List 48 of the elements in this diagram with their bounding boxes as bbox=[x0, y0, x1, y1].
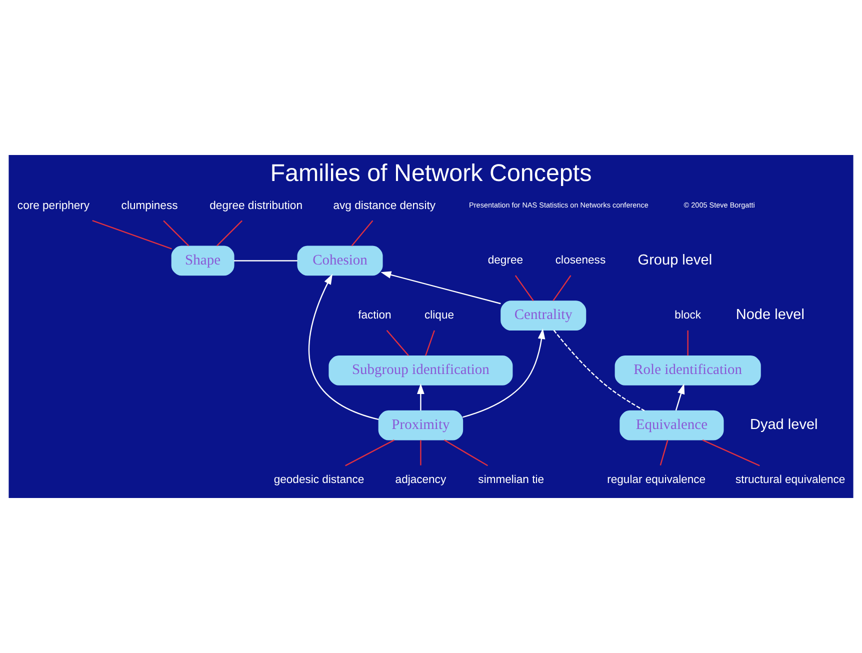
label: © 2005 Steve Borgatti bbox=[684, 200, 755, 210]
connector bbox=[552, 275, 572, 302]
connector bbox=[514, 275, 534, 302]
connector bbox=[420, 440, 422, 466]
connector bbox=[216, 220, 242, 246]
label: Group level bbox=[638, 252, 712, 268]
arrow bbox=[675, 384, 685, 411]
node-box: Proximity bbox=[378, 410, 464, 440]
connector bbox=[444, 440, 488, 466]
node-box: Subgroup identification bbox=[328, 356, 513, 386]
node-text: structural equivalence bbox=[735, 474, 846, 486]
label: Presentation for NAS Statistics on Networks conference bbox=[469, 200, 648, 210]
connector bbox=[687, 330, 688, 356]
node-box: Equivalence bbox=[620, 410, 724, 440]
arrow bbox=[380, 271, 501, 304]
node-text: clique bbox=[424, 310, 454, 322]
node-text: degree bbox=[488, 254, 524, 267]
arrow bbox=[308, 274, 379, 420]
connector bbox=[660, 440, 668, 466]
connector bbox=[163, 220, 190, 246]
node-text: regular equivalence bbox=[607, 474, 706, 486]
label: Node level bbox=[736, 307, 804, 324]
connector bbox=[345, 440, 395, 466]
node-text: core periphery bbox=[17, 200, 90, 212]
diagram-title: Families of Network Concepts bbox=[270, 160, 592, 187]
connector bbox=[92, 220, 172, 250]
node-box: Centrality bbox=[500, 300, 586, 331]
connector bbox=[234, 260, 298, 262]
node-text: simmelian tie bbox=[478, 474, 544, 486]
node-box: Cohesion bbox=[297, 246, 383, 276]
arrow bbox=[462, 328, 546, 418]
node-text: adjacency bbox=[395, 474, 446, 486]
node-text: avg distance density bbox=[333, 200, 436, 212]
connector bbox=[386, 330, 409, 356]
connector bbox=[425, 330, 435, 356]
node-text: degree distribution bbox=[210, 200, 302, 212]
connector bbox=[702, 439, 760, 466]
label: Dyad level bbox=[750, 416, 818, 433]
node-text: closeness bbox=[555, 254, 606, 267]
node-box: Role identification bbox=[614, 356, 761, 386]
node-box: Shape bbox=[171, 246, 234, 276]
arrow bbox=[417, 383, 424, 410]
connector bbox=[553, 330, 645, 412]
node-text: faction bbox=[358, 310, 392, 322]
node-text: clumpiness bbox=[121, 200, 178, 212]
connector bbox=[351, 220, 374, 246]
node-text: geodesic distance bbox=[274, 474, 364, 486]
node-text: block bbox=[674, 310, 702, 322]
